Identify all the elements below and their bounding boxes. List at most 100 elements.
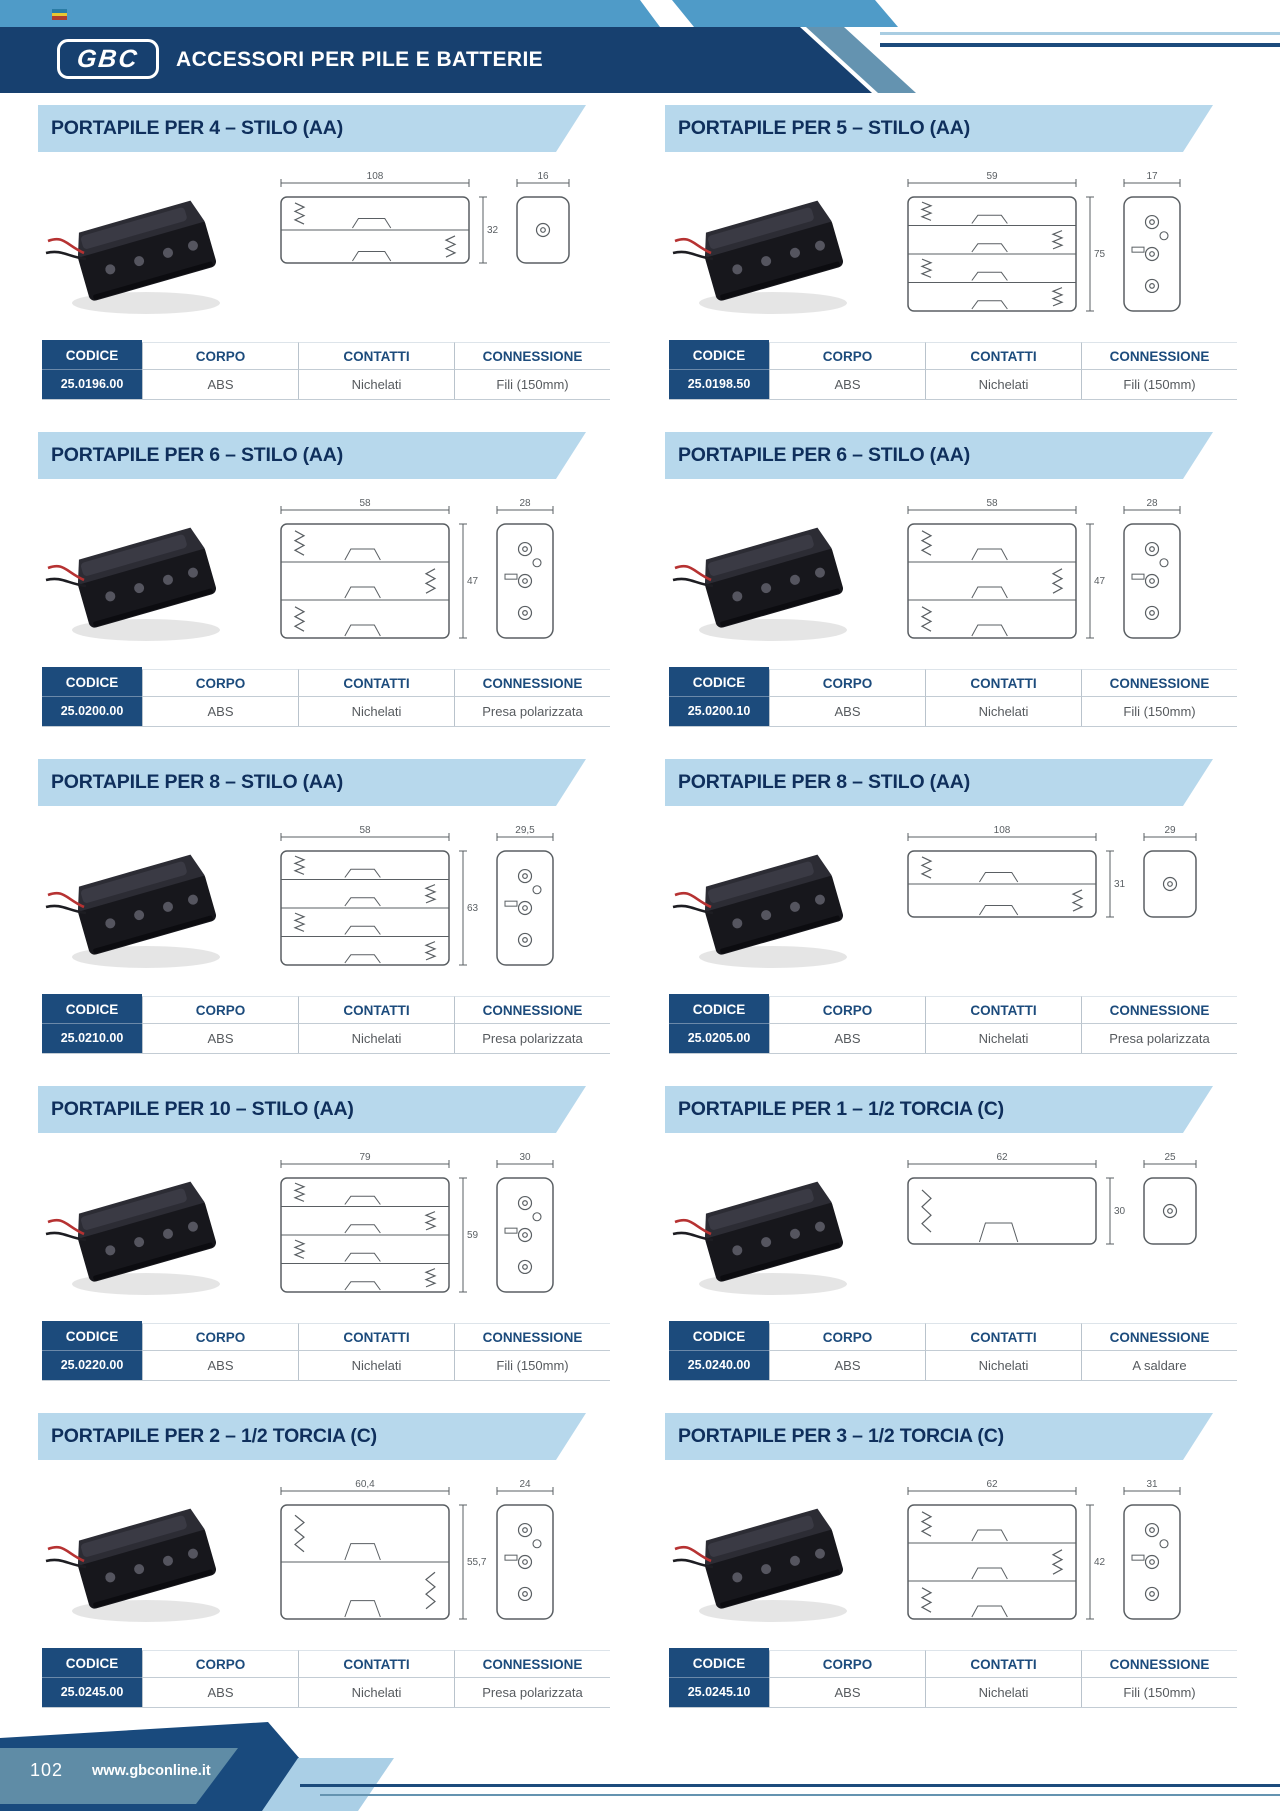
- contatti-header-cell: CONTATTI: [925, 996, 1081, 1024]
- connessione-value-cell: Fili (150mm): [454, 370, 610, 399]
- gbc-logo-text: GBC: [75, 44, 141, 73]
- dimension-label: 32: [487, 225, 499, 236]
- section-title: PORTAPILE PER 1 – 1/2 TORCIA (C): [678, 1098, 1004, 1120]
- dimension-label: 108: [994, 825, 1011, 836]
- contatti-value-cell: Nichelati: [925, 370, 1081, 399]
- dimension-label: 24: [519, 1479, 531, 1490]
- page-number: 102: [30, 1760, 64, 1780]
- dimension-label: 47: [1094, 576, 1106, 587]
- section-title: PORTAPILE PER 3 – 1/2 TORCIA (C): [678, 1425, 1004, 1447]
- product-photo: [38, 161, 253, 333]
- product-photo: [665, 1469, 880, 1641]
- product-photo: [38, 1142, 253, 1314]
- corpo-header-cell: CORPO: [142, 342, 298, 370]
- section-title-band: PORTAPILE PER 6 – STILO (AA): [38, 432, 586, 479]
- connessione-value-cell: A saldare: [1081, 1351, 1237, 1380]
- product-photo-image: [45, 200, 220, 314]
- corpo-value-cell: ABS: [142, 697, 298, 726]
- dimension-label: 108: [367, 171, 384, 182]
- section-title-band: PORTAPILE PER 3 – 1/2 TORCIA (C): [665, 1413, 1213, 1460]
- contatti-header-cell: CONTATTI: [925, 1323, 1081, 1351]
- contatti-header-cell: CONTATTI: [925, 342, 1081, 370]
- contatti-value-cell: Nichelati: [298, 1351, 454, 1380]
- corpo-header-cell: CORPO: [769, 996, 925, 1024]
- connessione-header-cell: CONNESSIONE: [454, 996, 610, 1024]
- contatti-header-cell: CONTATTI: [298, 1650, 454, 1678]
- product-photo-image: [672, 854, 847, 968]
- section-title-band: PORTAPILE PER 4 – STILO (AA): [38, 105, 586, 152]
- section-title-band: PORTAPILE PER 5 – STILO (AA): [665, 105, 1213, 152]
- connessione-value-cell: Fili (150mm): [1081, 697, 1237, 726]
- connessione-value-cell: Fili (150mm): [1081, 370, 1237, 399]
- product-photo-image: [672, 1181, 847, 1295]
- section-title-band: PORTAPILE PER 1 – 1/2 TORCIA (C): [665, 1086, 1213, 1133]
- connessione-value-cell: Presa polarizzata: [454, 1678, 610, 1707]
- footer-thin-line-steel: [320, 1794, 1280, 1796]
- footer-thin-line-navy: [300, 1784, 1280, 1787]
- corpo-value-cell: ABS: [142, 1024, 298, 1053]
- dimension-label: 63: [467, 903, 479, 914]
- header-band: [0, 27, 872, 93]
- codice-value-cell: 25.0220.00: [42, 1351, 142, 1380]
- codice-header-cell: CODICE: [669, 340, 769, 370]
- dimension-label: 59: [467, 1230, 479, 1241]
- corpo-header-cell: CORPO: [142, 1650, 298, 1678]
- codice-value-cell: 25.0245.10: [669, 1678, 769, 1707]
- codice-header-cell: CODICE: [42, 994, 142, 1024]
- contatti-value-cell: Nichelati: [298, 1678, 454, 1707]
- contatti-value-cell: Nichelati: [298, 370, 454, 399]
- corpo-value-cell: ABS: [769, 370, 925, 399]
- product-photo: [38, 815, 253, 987]
- corpo-header-cell: CORPO: [142, 1323, 298, 1351]
- contatti-header-cell: CONTATTI: [298, 996, 454, 1024]
- product-photo: [38, 488, 253, 660]
- contatti-header-cell: CONTATTI: [925, 669, 1081, 697]
- product-photo-image: [45, 1181, 220, 1295]
- section-title: PORTAPILE PER 5 – STILO (AA): [678, 117, 970, 139]
- contatti-header-cell: CONTATTI: [298, 1323, 454, 1351]
- codice-header-cell: CODICE: [669, 1321, 769, 1351]
- page-title: ACCESSORI PER PILE E BATTERIE: [176, 48, 544, 71]
- corpo-header-cell: CORPO: [769, 1323, 925, 1351]
- contatti-value-cell: Nichelati: [925, 1024, 1081, 1053]
- dimension-label: 28: [1146, 498, 1158, 509]
- section-title: PORTAPILE PER 8 – STILO (AA): [51, 771, 343, 793]
- connessione-value-cell: Presa polarizzata: [454, 1024, 610, 1053]
- dimension-label: 62: [996, 1152, 1008, 1163]
- connessione-header-cell: CONNESSIONE: [454, 1650, 610, 1678]
- product-photo-image: [45, 1508, 220, 1622]
- corpo-value-cell: ABS: [769, 1678, 925, 1707]
- connessione-value-cell: Presa polarizzata: [1081, 1024, 1237, 1053]
- connessione-header-cell: CONNESSIONE: [1081, 1650, 1237, 1678]
- codice-value-cell: 25.0198.50: [669, 370, 769, 399]
- corpo-header-cell: CORPO: [769, 342, 925, 370]
- section-title-band: PORTAPILE PER 8 – STILO (AA): [665, 759, 1213, 806]
- print-registration-mark: [52, 9, 67, 21]
- connessione-header-cell: CONNESSIONE: [454, 1323, 610, 1351]
- codice-value-cell: 25.0240.00: [669, 1351, 769, 1380]
- product-photo: [665, 1142, 880, 1314]
